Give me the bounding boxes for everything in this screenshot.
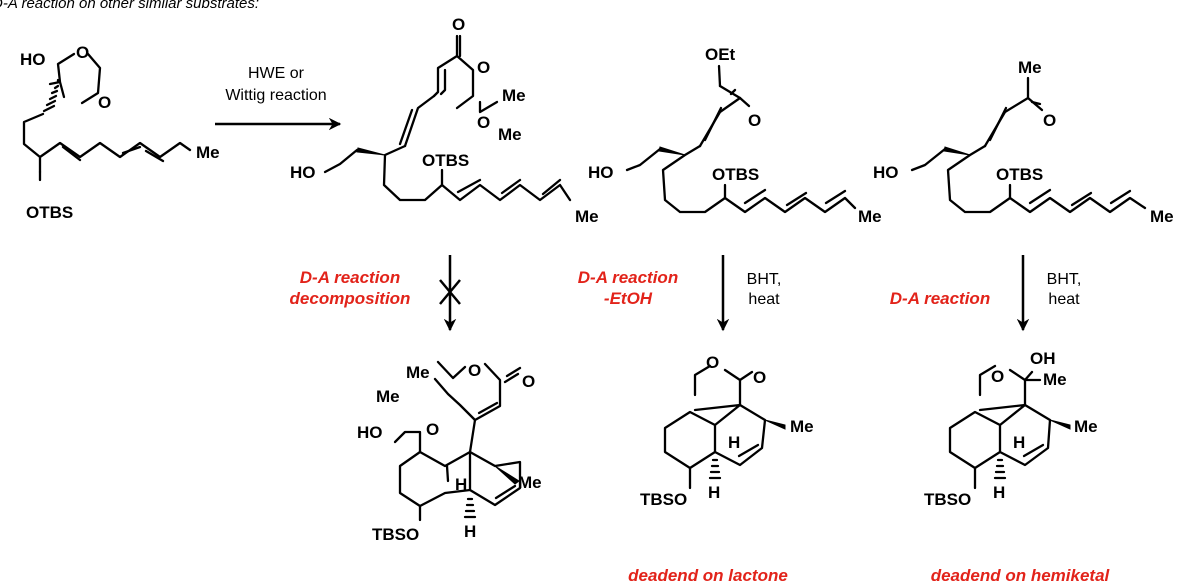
left-red-label-2: decomposition [290, 289, 411, 308]
hashed-wedge [708, 458, 722, 480]
ester-oet-label: OEt [705, 45, 736, 64]
sm-otbs-label: OTBS [26, 203, 73, 222]
product-2-lactone: O O Me H H TBSO [640, 353, 814, 509]
ketone-tail-methyl: Me [1150, 207, 1174, 226]
outcome-hemiketal: deadend on hemiketal [931, 566, 1111, 585]
sm-ring-oxygen-2: O [98, 93, 111, 112]
sm-methyl-label: Me [196, 143, 220, 162]
sm-ring-oxygen-1: O [76, 43, 89, 62]
middle-red-label-2: -EtOH [604, 289, 653, 308]
p3-tbso-label: TBSO [924, 490, 971, 509]
wittig-label: Wittig reaction [225, 87, 326, 104]
p1-methyl-2: Me [376, 387, 400, 406]
p1-carbonyl-oxygen: O [522, 372, 535, 391]
ketone-substrate: Me O HO OTBS Me [873, 58, 1174, 226]
p3-ketal-methyl: Me [1043, 370, 1067, 389]
p1-ring-oxygen-2: O [426, 420, 439, 439]
p2-tbso-label: TBSO [640, 490, 687, 509]
p2-carbonyl-oxygen: O [753, 368, 766, 387]
p1-methyl-1: Me [406, 363, 430, 382]
middle-cond-2: heat [748, 291, 780, 308]
p1-tbso-label: TBSO [372, 525, 419, 544]
arrow-left-failed: D-A reaction decomposition [290, 255, 461, 332]
bold-wedge [356, 147, 386, 156]
dioxinone-methyl-2: Me [498, 125, 522, 144]
sm-ho-label: HO [20, 50, 46, 69]
p3-ring-fusion-h-2: H [993, 483, 1005, 502]
dioxinone-otbs-label: OTBS [422, 151, 469, 170]
p2-ring-fusion-h-1: H [728, 433, 740, 452]
dioxinone-carbonyl-oxygen: O [452, 15, 465, 34]
p1-methyl-label: Me [518, 473, 542, 492]
ester-otbs-label: OTBS [712, 165, 759, 184]
ester-tail-methyl: Me [858, 207, 882, 226]
bold-wedge [1049, 419, 1071, 430]
p1-ring-fusion-h-1: H [455, 475, 467, 494]
dioxinone-methyl-1: Me [502, 86, 526, 105]
arrow-hwe-wittig: HWE or Wittig reaction [215, 65, 342, 131]
p3-ring-fusion-h-1: H [1013, 433, 1025, 452]
ester-substrate: OEt O HO OTBS Me [588, 45, 882, 226]
ester-carbonyl-oxygen: O [748, 111, 761, 130]
p3-oh-label: OH [1030, 349, 1056, 368]
ketone-top-methyl: Me [1018, 58, 1042, 77]
product-3-hemiketal: O OH Me Me H H TBSO [924, 349, 1098, 509]
product-1-decalin-dioxinone: Me Me O O O HO H H Me TBSO [357, 360, 542, 544]
middle-red-label-1: D-A reaction [578, 268, 678, 287]
p1-ring-fusion-h-2: H [464, 522, 476, 541]
bold-wedge [764, 419, 786, 430]
ketone-ho-label: HO [873, 163, 899, 182]
p2-ring-fusion-h-2: H [708, 483, 720, 502]
ester-ho-label: HO [588, 163, 614, 182]
p3-methyl-label: Me [1074, 417, 1098, 436]
hashed-wedge [993, 458, 1007, 480]
hwe-label: HWE or [248, 65, 305, 82]
p1-ho-label: HO [357, 423, 383, 442]
ketone-otbs-label: OTBS [996, 165, 1043, 184]
dioxinone-substrate: O O O Me Me HO OTBS Me [290, 15, 599, 226]
arrow-right: D-A reaction BHT, heat [890, 255, 1082, 332]
outcome-lactone: deadend on lactone [628, 566, 788, 585]
dioxinone-ho-label: HO [290, 163, 316, 182]
dioxinone-tail-methyl: Me [575, 207, 599, 226]
p2-ring-oxygen: O [706, 353, 719, 372]
arrow-middle: D-A reaction -EtOH BHT, heat [578, 255, 782, 332]
ketone-carbonyl-oxygen: O [1043, 111, 1056, 130]
starting-material-lactol-diene: HO O O OTBS Me [20, 43, 220, 222]
hashed-wedge [42, 84, 60, 113]
dioxinone-ring-oxygen-1: O [477, 58, 490, 77]
bold-wedge [494, 465, 520, 485]
hashed-wedge [463, 497, 477, 519]
right-cond-1: BHT, [1047, 271, 1082, 288]
right-cond-2: heat [1048, 291, 1080, 308]
p3-ring-oxygen: O [991, 367, 1004, 386]
left-red-label-1: D-A reaction [300, 268, 400, 287]
bold-wedge [658, 146, 686, 156]
p1-ring-oxygen-1: O [468, 361, 481, 380]
middle-cond-1: BHT, [747, 271, 782, 288]
bold-wedge [943, 146, 971, 156]
right-red-label: D-A reaction [890, 289, 990, 308]
dioxinone-ring-oxygen-2: O [477, 113, 490, 132]
cross-mark [439, 279, 461, 305]
scheme-caption: D-A reaction on other similar substrates… [0, 0, 259, 12]
p2-methyl-label: Me [790, 417, 814, 436]
